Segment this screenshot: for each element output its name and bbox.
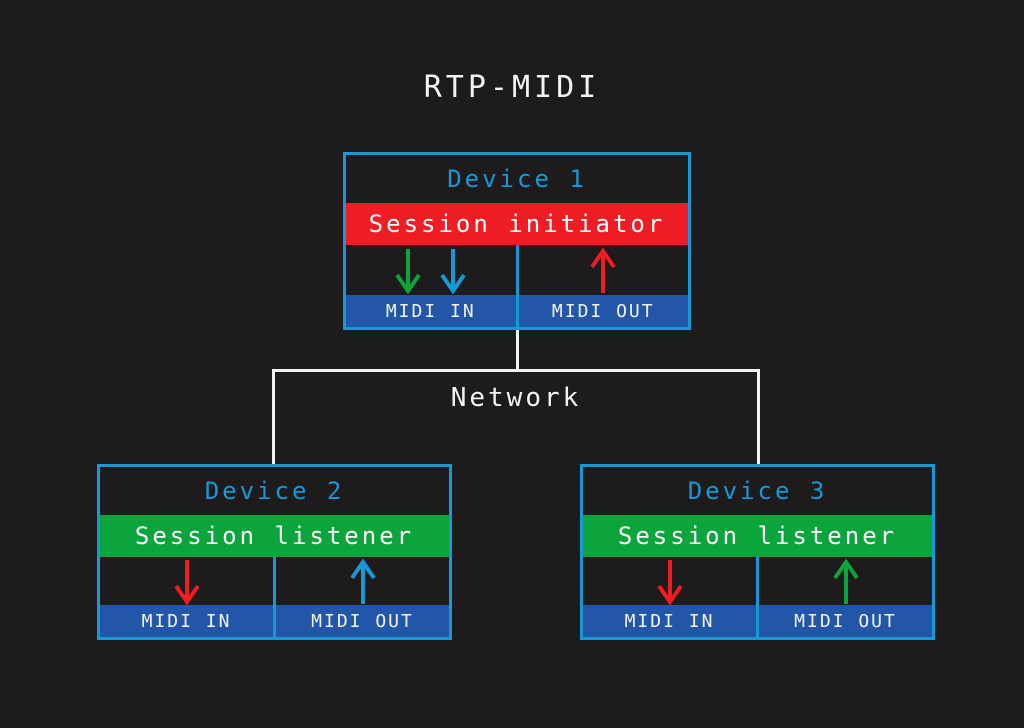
network-label: Network (450, 383, 582, 413)
device-1-name: Device 1 (447, 165, 587, 193)
blue-up-arrow-icon (349, 559, 376, 604)
device-2-out-arrows (276, 557, 449, 605)
device-3-box: Device 3 Session listener MIDI IN (580, 464, 935, 640)
device-3-midi-out-label: MIDI OUT (759, 605, 932, 637)
connector-device2-drop-line (272, 371, 275, 464)
device-1-out-arrows (519, 245, 689, 295)
device-1-role-bar: Session initiator (346, 203, 688, 245)
green-up-arrow-icon (832, 559, 859, 604)
device-3-name: Device 3 (687, 477, 828, 505)
device-3-out-arrows (759, 557, 932, 605)
device-2-box: Device 2 Session listener MIDI IN (97, 464, 452, 640)
connector-network-bus-line (272, 369, 760, 372)
device-1-midi-out-column: MIDI OUT (518, 245, 689, 327)
device-3-midi-in-column: MIDI IN (583, 557, 759, 637)
device-3-midi-in-label: MIDI IN (583, 605, 756, 637)
device-3-io-section: MIDI IN MIDI OUT (583, 557, 932, 637)
device-3-role-bar: Session listener (583, 515, 932, 557)
device-3-in-arrows (583, 557, 756, 605)
device-2-midi-out-label: MIDI OUT (276, 605, 449, 637)
device-1-box: Device 1 Session initiator (343, 152, 691, 330)
red-up-arrow-icon (590, 248, 616, 293)
green-down-arrow-icon (395, 249, 421, 294)
device-2-midi-in-label: MIDI IN (100, 605, 273, 637)
device-2-name: Device 2 (204, 477, 345, 505)
red-down-arrow-icon (656, 560, 683, 605)
device-2-role-bar: Session listener (100, 515, 449, 557)
device-3-midi-out-column: MIDI OUT (759, 557, 932, 637)
device-1-midi-in-label: MIDI IN (346, 295, 516, 327)
red-down-arrow-icon (173, 560, 200, 605)
device-1-in-arrows (346, 245, 516, 295)
connector-device3-drop-line (757, 371, 760, 464)
connector-device1-drop-line (516, 330, 519, 371)
blue-down-arrow-icon (440, 249, 466, 294)
device-1-midi-out-label: MIDI OUT (518, 295, 688, 327)
device-2-midi-in-column: MIDI IN (100, 557, 276, 637)
device-2-io-section: MIDI IN MIDI OUT (100, 557, 449, 637)
device-2-in-arrows (100, 557, 273, 605)
device-1-io-section: MIDI IN MIDI OUT (346, 245, 688, 327)
device-1-midi-in-column: MIDI IN (346, 245, 519, 327)
device-2-midi-out-column: MIDI OUT (276, 557, 449, 637)
diagram-title: RTP-MIDI (423, 70, 601, 105)
